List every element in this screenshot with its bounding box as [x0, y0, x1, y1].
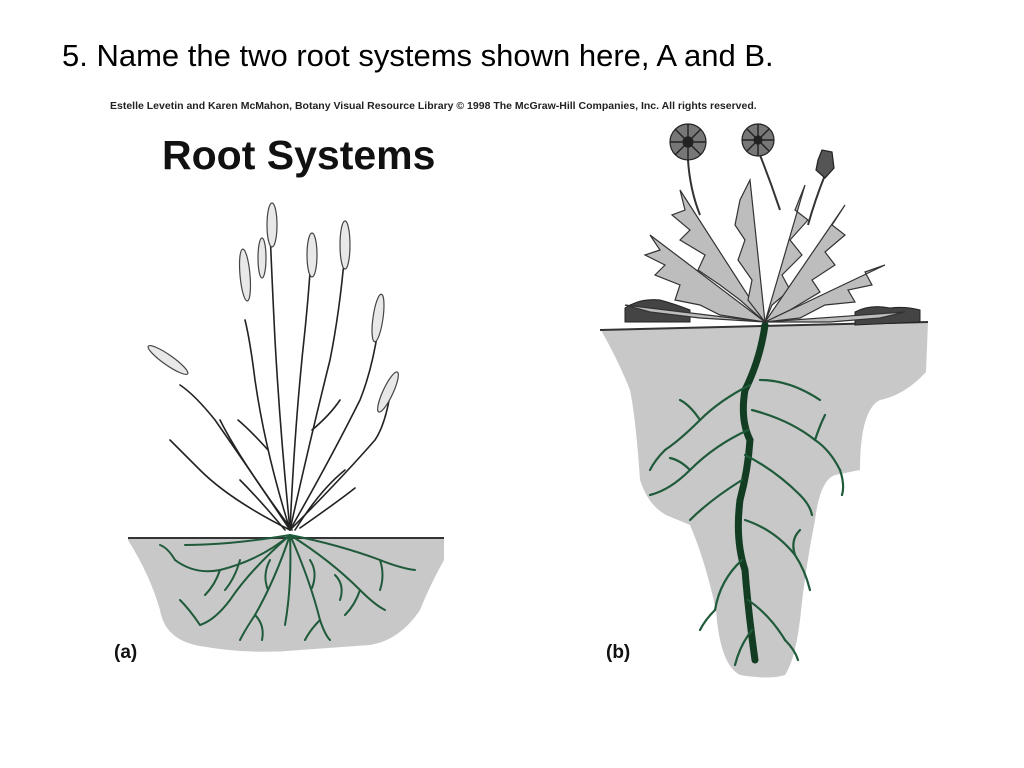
soil-block-b	[602, 322, 928, 678]
figure-title: Root Systems	[162, 132, 436, 178]
fibrous-root-grass-illustration	[128, 202, 444, 652]
panel-a-label: (a)	[114, 642, 138, 663]
grass-seed-heads	[147, 202, 399, 413]
fibrous-roots	[159, 534, 416, 641]
taproot-dandelion-illustration	[599, 123, 929, 678]
taproot	[648, 321, 845, 667]
dandelion-leaves	[624, 177, 906, 325]
flower-head-2	[741, 123, 775, 157]
dandelion-flowers	[669, 123, 835, 179]
question-text: 5. Name the two root systems shown here,…	[62, 38, 774, 73]
flower-head-1	[669, 123, 707, 161]
soil-block-a	[128, 538, 444, 652]
flower-bud	[815, 149, 835, 179]
credit-line: Estelle Levetin and Karen McMahon, Botan…	[110, 100, 757, 112]
panel-b-label: (b)	[606, 642, 631, 663]
grass-blades	[169, 229, 391, 531]
